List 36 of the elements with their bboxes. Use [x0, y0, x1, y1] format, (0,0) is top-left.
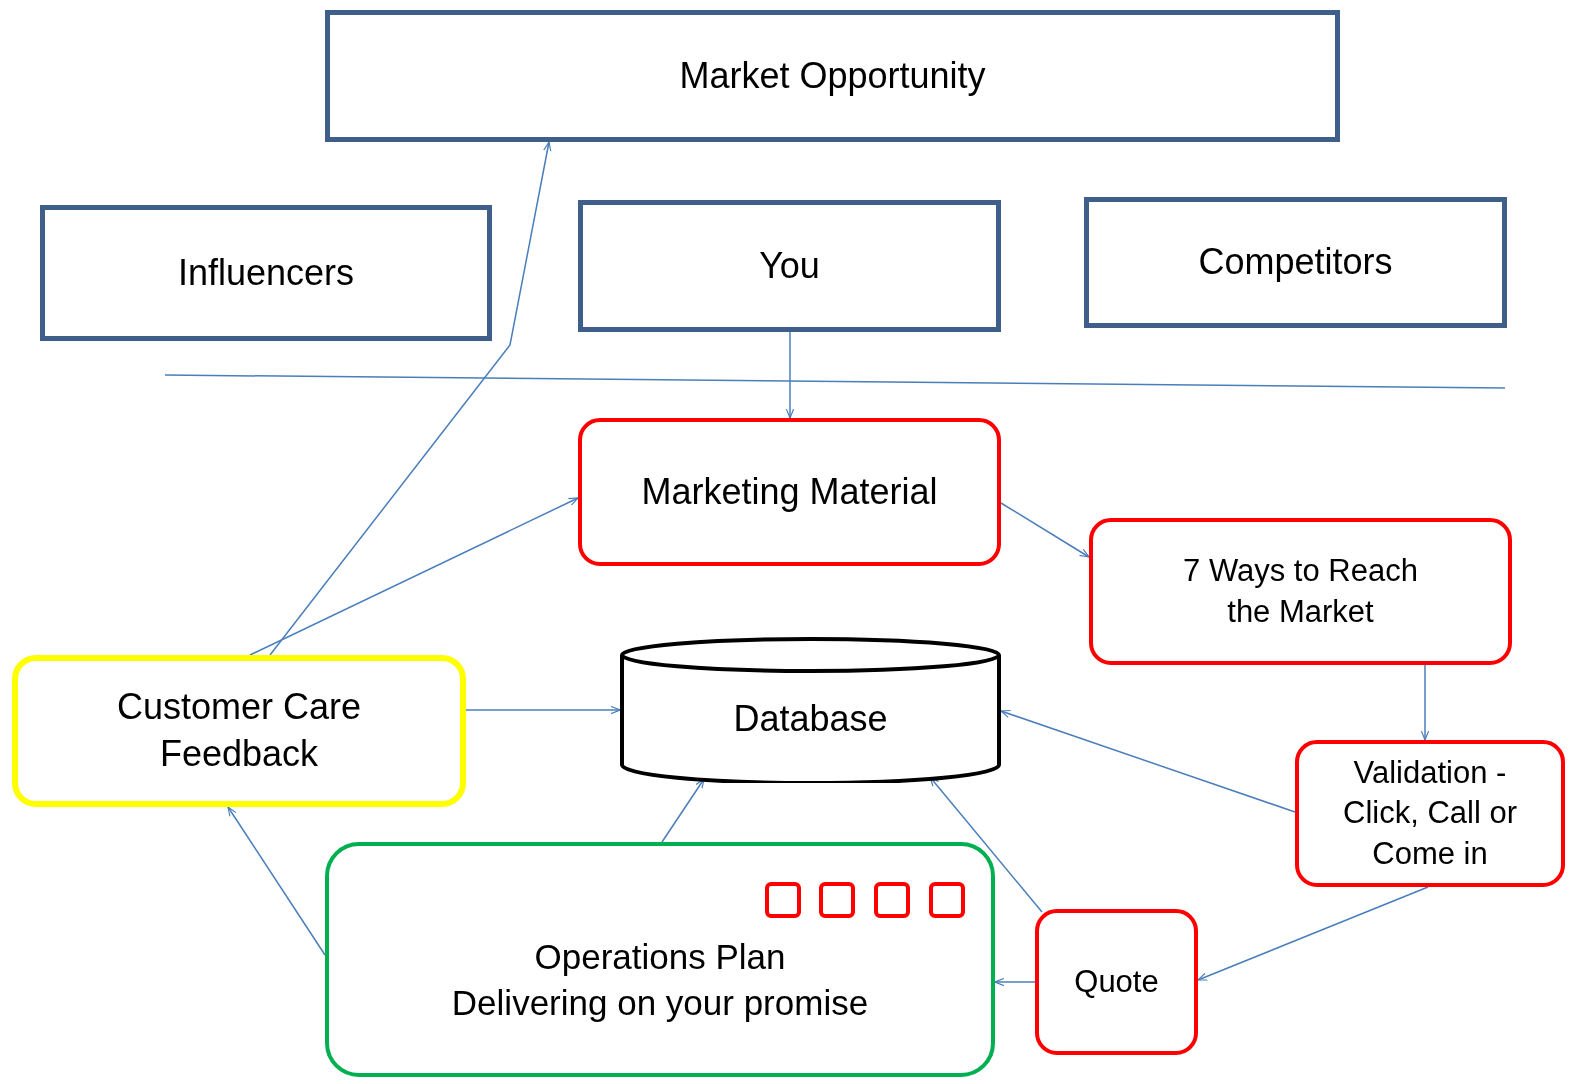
node-label: Market Opportunity — [679, 53, 986, 98]
node-label: Quote — [1074, 962, 1159, 1001]
process-box — [40, 205, 492, 341]
process-box — [578, 200, 1001, 332]
node-label: Competitors — [1198, 240, 1393, 285]
arrow — [269, 141, 552, 656]
arrow — [1420, 664, 1430, 741]
square-box — [765, 882, 801, 918]
arrow — [1000, 709, 1296, 813]
arrow — [227, 806, 326, 956]
node-label: Database — [733, 696, 888, 741]
square-box — [819, 882, 855, 918]
arrow — [785, 331, 795, 419]
arrow — [465, 705, 621, 715]
arrow — [249, 497, 579, 656]
node-label: 7 Ways to Reach the Market — [1182, 552, 1419, 631]
process-box — [1084, 197, 1507, 328]
node-label: Validation - Click, Call or Come in — [1342, 754, 1518, 873]
square-box — [929, 882, 965, 918]
rounded-box — [578, 418, 1001, 566]
node-label: Customer Care Feedback — [115, 685, 363, 776]
rounded-box — [1089, 518, 1512, 665]
rounded-box — [12, 655, 466, 807]
arrow — [1197, 886, 1429, 981]
node-subtitle: Delivering on your promise — [451, 981, 869, 1024]
square-box — [874, 882, 910, 918]
rounded-box — [1295, 740, 1565, 887]
process-box — [325, 10, 1340, 142]
arrow — [1000, 502, 1090, 558]
rounded-box — [1035, 909, 1198, 1055]
node-label: Operations Plan — [534, 936, 786, 978]
node-label: Influencers — [177, 250, 355, 295]
rounded-box — [325, 842, 995, 1077]
arrow — [994, 977, 1036, 987]
node-label: Marketing Material — [641, 469, 938, 514]
node-label: You — [759, 243, 820, 288]
